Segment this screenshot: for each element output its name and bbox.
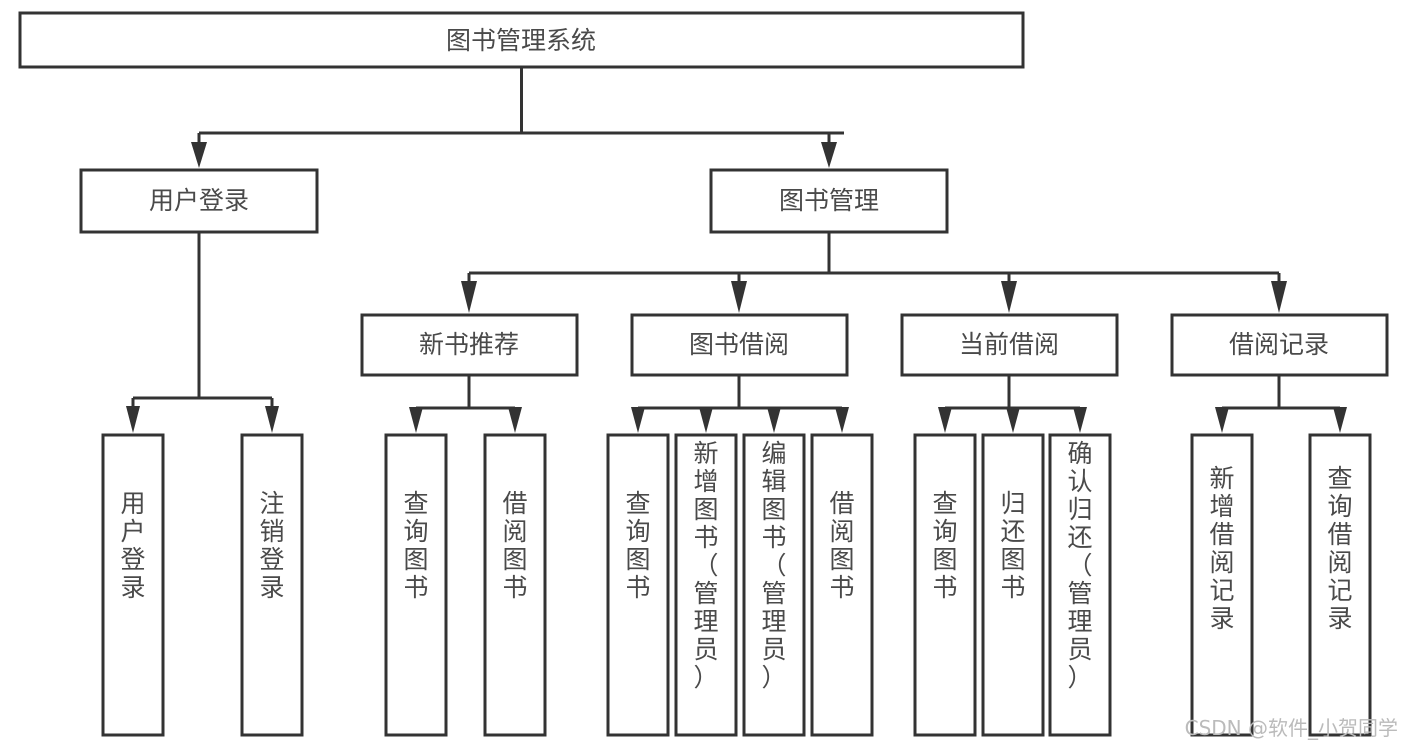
arrow-to-leaf-query-record (1333, 407, 1347, 433)
node-leaf-edit-book[interactable]: 编辑图书（管理员） (742, 433, 806, 737)
leaf-query-book-1-box[interactable] (384, 433, 448, 737)
node-borrow-record[interactable]: 借阅记录 (1170, 313, 1389, 377)
user-login-label: 用户登录 (149, 186, 249, 215)
leaf-edit-book-label: 编辑图书（管理员） (761, 439, 786, 692)
node-user-login[interactable]: 用户登录 (79, 168, 319, 234)
arrow-to-user-login (191, 142, 207, 168)
leaf-query-book-3-label: 查询图书 (932, 489, 957, 602)
arrow-to-leaf-edit-book (767, 407, 781, 433)
leaf-add-book-box[interactable] (674, 433, 738, 737)
leaf-user-login-label: 用户登录 (120, 489, 145, 602)
node-leaf-borrow-book-1[interactable]: 借阅图书 (483, 433, 547, 737)
leaf-query-book-2-label: 查询图书 (625, 489, 650, 602)
arrow-to-leaf-query-book-2 (631, 407, 645, 433)
arrow-to-leaf-add-record (1215, 407, 1229, 433)
arrow-to-current-borrow (1001, 281, 1017, 313)
book-management-label: 图书管理 (779, 186, 879, 215)
leaf-return-book-box[interactable] (981, 433, 1045, 737)
leaf-confirm-return-label: 确认归还（管理员） (1067, 439, 1092, 692)
current-borrow-box[interactable] (900, 313, 1119, 377)
node-book-borrow[interactable]: 图书借阅 (630, 313, 849, 377)
arrow-to-leaf-user-login (126, 406, 140, 433)
leaf-query-book-2-box[interactable] (606, 433, 670, 737)
arrow-to-leaf-query-book-3 (938, 407, 952, 433)
node-leaf-borrow-book-2[interactable]: 借阅图书 (810, 433, 874, 737)
node-leaf-add-record[interactable]: 新增借阅记录 (1190, 433, 1254, 737)
arrow-to-leaf-add-book (699, 407, 713, 433)
leaf-borrow-book-2-box[interactable] (810, 433, 874, 737)
leaf-user-login-box[interactable] (101, 433, 165, 737)
connector-layer (126, 67, 1347, 433)
leaf-confirm-return-box[interactable] (1048, 433, 1112, 737)
node-leaf-confirm-return[interactable]: 确认归还（管理员） (1048, 433, 1112, 737)
leaf-user-logout-label: 注销登录 (259, 489, 284, 602)
arrow-to-leaf-query-book-1 (409, 407, 423, 433)
arrow-to-book-borrow (731, 281, 747, 313)
node-leaf-query-book-3[interactable]: 查询图书 (913, 433, 977, 737)
user-login-box[interactable] (79, 168, 319, 234)
watermark-label: CSDN @软件_小贺同学 (1185, 716, 1398, 740)
arrow-to-leaf-borrow-book-1 (508, 407, 522, 433)
leaf-query-record-box[interactable] (1308, 433, 1372, 737)
node-leaf-add-book[interactable]: 新增图书（管理员） (674, 433, 738, 737)
arrow-to-book-management (821, 142, 837, 168)
leaf-query-record-label: 查询借阅记录 (1327, 464, 1352, 633)
node-leaf-query-record[interactable]: 查询借阅记录 (1308, 433, 1372, 737)
arrow-to-leaf-borrow-book-2 (835, 407, 849, 433)
arrow-to-borrow-record (1271, 281, 1287, 313)
leaf-user-logout-box[interactable] (240, 433, 304, 737)
arrow-to-leaf-confirm-return (1073, 407, 1087, 433)
arrow-to-leaf-user-logout (265, 406, 279, 433)
leaf-borrow-book-1-label: 借阅图书 (502, 489, 527, 602)
node-leaf-query-book-1[interactable]: 查询图书 (384, 433, 448, 737)
leaf-query-book-1-label: 查询图书 (403, 489, 428, 602)
leaf-edit-book-box[interactable] (742, 433, 806, 737)
root-label: 图书管理系统 (446, 26, 596, 55)
book-borrow-label: 图书借阅 (689, 330, 789, 359)
borrow-record-box[interactable] (1170, 313, 1389, 377)
borrow-record-label: 借阅记录 (1229, 330, 1329, 359)
leaf-add-record-label: 新增借阅记录 (1209, 464, 1234, 633)
node-current-borrow[interactable]: 当前借阅 (900, 313, 1119, 377)
node-leaf-user-logout[interactable]: 注销登录 (240, 433, 304, 737)
node-leaf-query-book-2[interactable]: 查询图书 (606, 433, 670, 737)
arrow-to-new-book-recommend (461, 281, 477, 313)
node-new-book-recommend[interactable]: 新书推荐 (360, 313, 579, 377)
leaf-add-book-label: 新增图书（管理员） (693, 439, 718, 692)
book-borrow-box[interactable] (630, 313, 849, 377)
node-root[interactable]: 图书管理系统 (18, 11, 1025, 69)
node-leaf-return-book[interactable]: 归还图书 (981, 433, 1045, 737)
new-book-recommend-box[interactable] (360, 313, 579, 377)
leaf-add-record-box[interactable] (1190, 433, 1254, 737)
node-leaf-user-login[interactable]: 用户登录 (101, 433, 165, 737)
leaf-query-book-3-box[interactable] (913, 433, 977, 737)
node-book-management[interactable]: 图书管理 (709, 168, 949, 234)
root-box[interactable] (18, 11, 1025, 69)
current-borrow-label: 当前借阅 (959, 330, 1059, 359)
book-management-box[interactable] (709, 168, 949, 234)
leaf-borrow-book-2-label: 借阅图书 (829, 489, 854, 602)
leaf-return-book-label: 归还图书 (1000, 489, 1025, 602)
new-book-recommend-label: 新书推荐 (419, 330, 519, 359)
leaf-borrow-book-1-box[interactable] (483, 433, 547, 737)
arrow-to-leaf-return-book (1006, 407, 1020, 433)
